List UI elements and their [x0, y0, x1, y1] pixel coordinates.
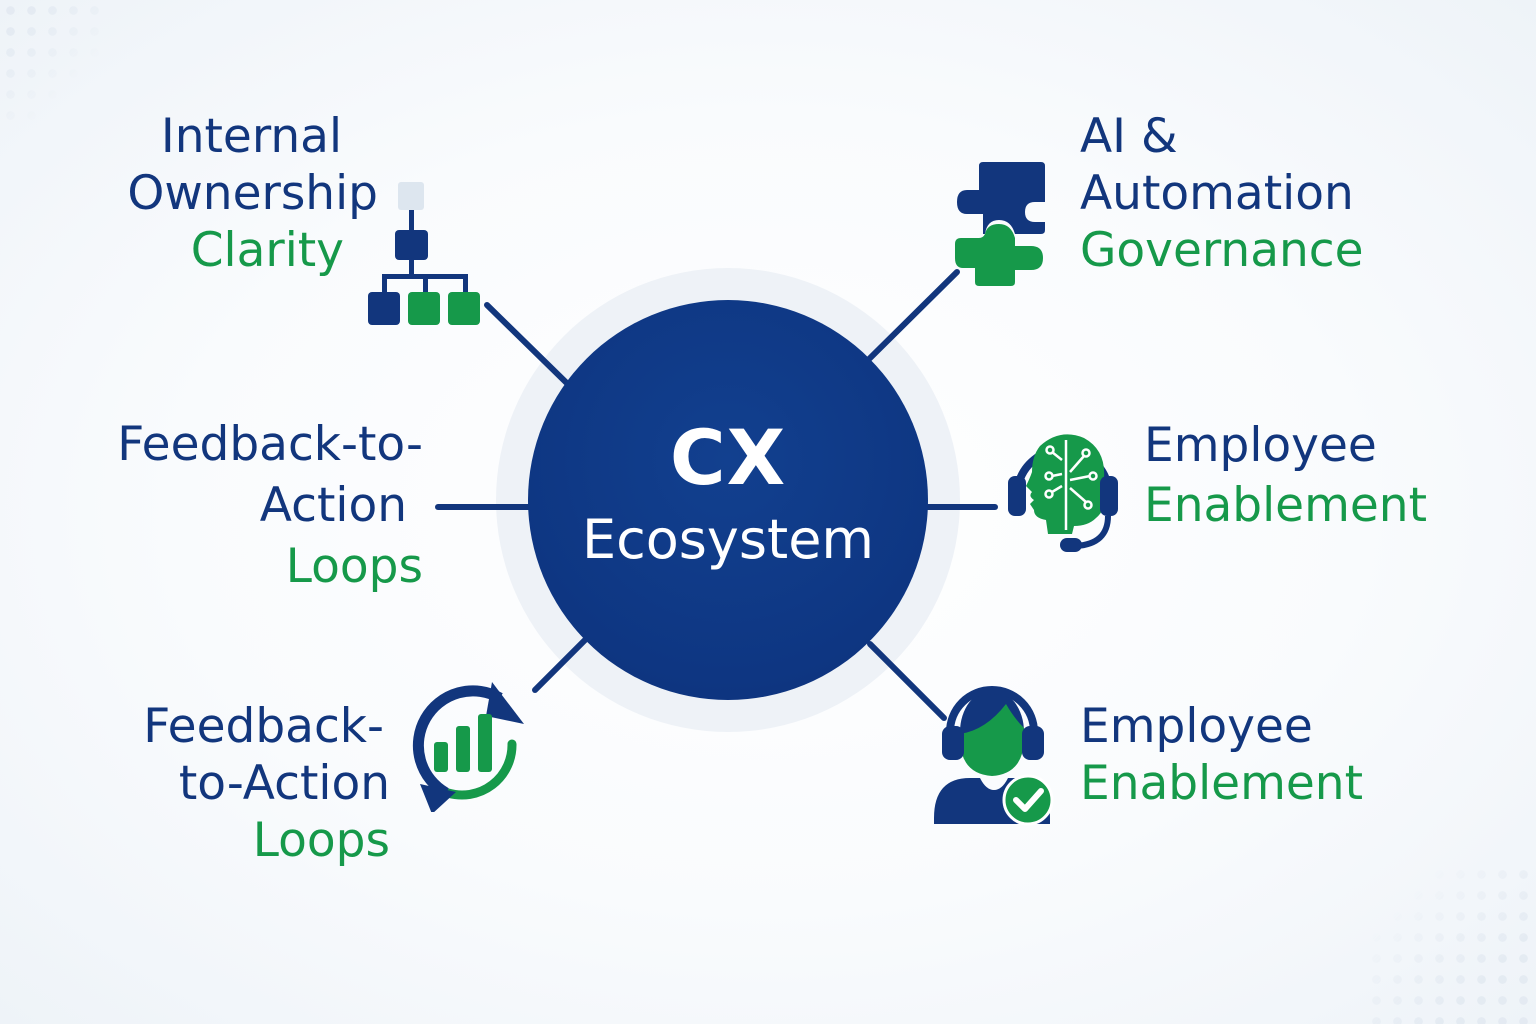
node-label-line: Feedback-to-	[117, 417, 423, 472]
puzzle-pieces-icon	[955, 162, 1045, 286]
node-label-line: Action	[259, 478, 407, 533]
node-label-line: Clarity	[190, 223, 344, 278]
connector-top-right	[857, 269, 960, 371]
org-chart-icon	[368, 182, 480, 325]
node-label-line: Enablement	[1080, 756, 1364, 811]
node-ai-automation-governance: AI & Automation Governance	[1080, 108, 1364, 279]
cycle-bar-chart-icon	[412, 682, 524, 812]
node-label-line: to-Action	[178, 756, 390, 811]
connector-bottom-left	[532, 637, 588, 693]
node-label-line: Internal	[160, 109, 342, 164]
node-employee-enablement-2: Employee Enablement	[1080, 698, 1363, 812]
node-label-line: Loops	[285, 539, 423, 594]
node-label-line: Loops	[252, 813, 390, 868]
connector-top-left	[484, 302, 583, 399]
node-feedback-to-action-loops-2: Feedback- to-Action Loops	[143, 698, 390, 869]
node-label-line: AI &	[1080, 109, 1178, 164]
hub-title: CX	[669, 413, 787, 503]
node-label-line: Employee	[1080, 699, 1313, 754]
node-label-line: Ownership	[127, 166, 378, 221]
node-internal-ownership-clarity: Internal Ownership Clarity	[127, 108, 378, 279]
node-feedback-to-action-loops-1: Feedback-to- Action Loops	[117, 414, 423, 597]
node-label-line: Enablement	[1144, 478, 1428, 533]
node-label-line: Employee	[1144, 418, 1377, 473]
node-label-line: Governance	[1080, 223, 1364, 278]
hub-subtitle: Ecosystem	[581, 508, 875, 572]
agent-headset-check-icon	[934, 686, 1054, 826]
decorative-dot-pattern-top-left	[0, 0, 110, 120]
connector-bottom-right	[867, 641, 947, 721]
decorative-dot-pattern-bottom-right	[1366, 864, 1536, 1024]
ai-brain-headset-icon	[1008, 434, 1118, 552]
node-employee-enablement-1: Employee Enablement	[1144, 416, 1427, 536]
node-label-line: Automation	[1080, 166, 1354, 221]
cx-ecosystem-hub: CX Ecosystem	[528, 300, 928, 700]
node-label-line: Feedback-	[143, 699, 384, 754]
